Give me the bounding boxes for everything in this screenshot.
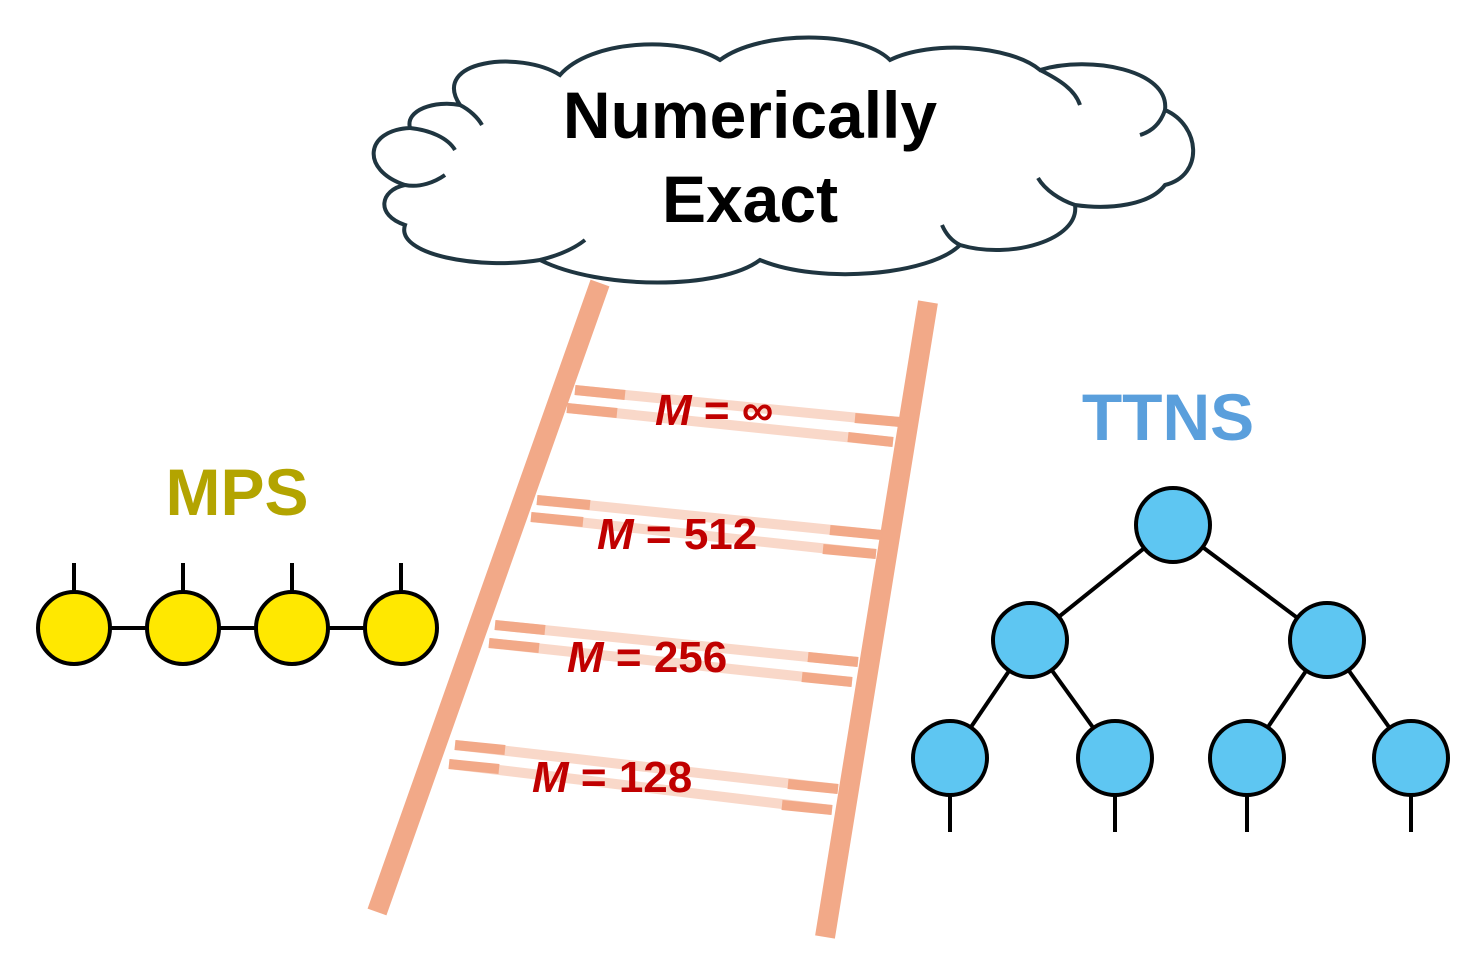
ttns-leaf-node [1076,719,1154,797]
cloud-shape [371,35,1196,285]
mps-node [36,590,112,666]
rung-label-1: M = ∞ [655,386,773,435]
mps-node [145,590,221,666]
rung-value: ∞ [742,386,773,435]
ladder-rung: M = 128 [448,740,839,815]
cloud-inner-curve [1139,109,1167,137]
rung-equals: = [634,510,684,559]
rung-value: 128 [619,753,692,802]
rung-equals: = [604,633,654,682]
rung-label-3: M = 256 [567,633,727,682]
ttns-leaf-node [1208,719,1286,797]
rung-label-2: M = 512 [597,510,757,559]
cloud-inner-curve [409,126,457,152]
ttns-leaf-node [1372,719,1450,797]
ladder: M = ∞ M = 512 M = 256 [367,279,938,939]
cloud-inner-curve [404,173,447,188]
cloud-inner-curve [459,103,484,127]
ttns-leaf-node [911,719,989,797]
rung-symbol: M [567,633,605,682]
ttns-node [991,601,1069,679]
ladder-rung: M = 256 [488,620,859,687]
ttns-root-node [1134,486,1212,564]
cloud-title-line1: Numerically [563,78,937,152]
ttns-diagram: TTNS [911,380,1450,832]
ttns-node [1288,601,1366,679]
cloud-inner-curve [1036,176,1076,207]
ladder-rung: M = ∞ [566,385,901,447]
mps-label: MPS [165,455,308,529]
mps-node [254,590,330,666]
rung-equals: = [569,753,619,802]
mps-diagram: MPS [36,455,439,666]
cloud: Numerically Exact [371,35,1196,285]
rung-value: 256 [654,633,727,682]
rung-equals: = [692,386,742,435]
cloud-inner-curve [1039,68,1082,106]
cloud-title-line2: Exact [662,162,838,236]
rung-symbol: M [532,753,570,802]
ladder-right-rail [815,300,938,939]
cloud-inner-curve [940,224,961,247]
ladder-rung: M = 512 [530,495,883,559]
cloud-inner-curve [539,238,587,262]
ttns-label: TTNS [1082,380,1254,454]
rung-symbol: M [655,386,693,435]
rung-label-4: M = 128 [532,753,692,802]
mps-node [363,590,439,666]
rung-symbol: M [597,510,635,559]
rung-value: 512 [684,510,757,559]
ladder-left-rail [367,279,610,916]
